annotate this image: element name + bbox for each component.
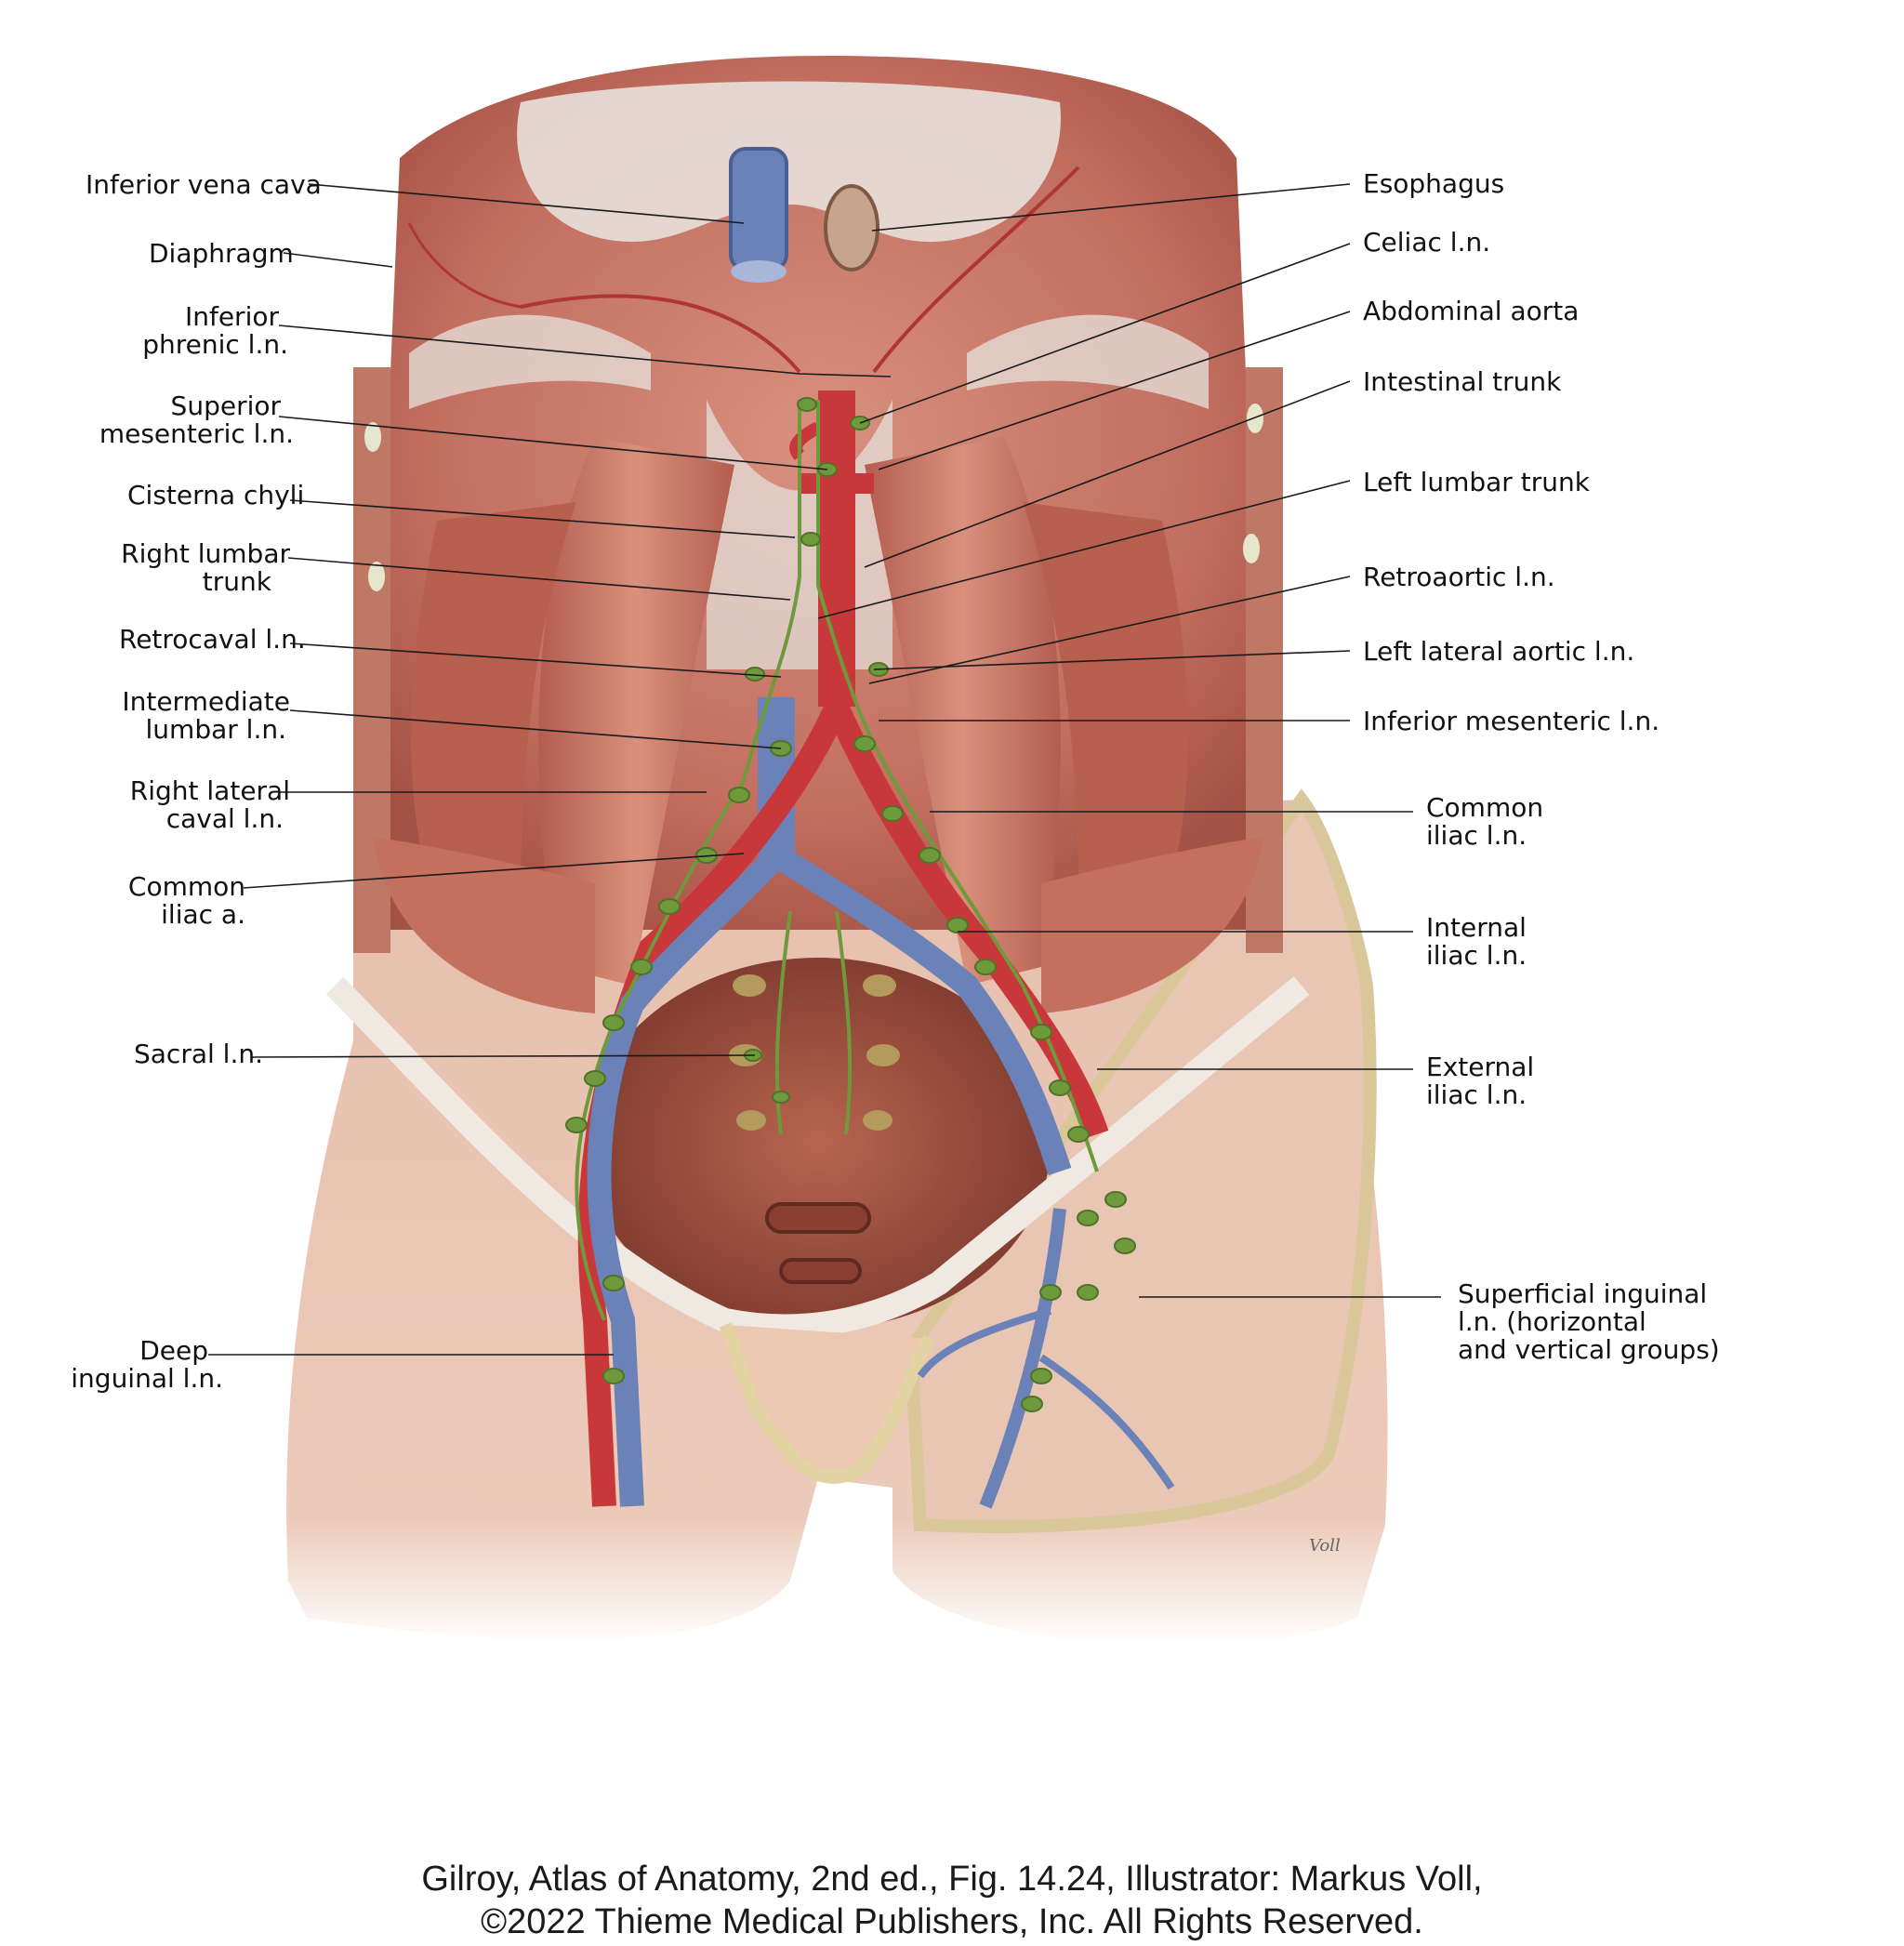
label-retrocaval-ln: Retrocaval l.n.: [119, 624, 306, 655]
figure-caption: Gilroy, Atlas of Anatomy, 2nd ed., Fig. …: [0, 1858, 1904, 1943]
inguinal-ligaments: [325, 975, 1310, 1484]
caption-line-1: Gilroy, Atlas of Anatomy, 2nd ed., Fig. …: [421, 1860, 1483, 1899]
label-left-lumbar-trunk: Left lumbar trunk: [1363, 467, 1591, 497]
leader-lines: [208, 183, 1441, 1356]
label-left-lateral-aortic-ln: Left lateral aortic l.n.: [1363, 636, 1634, 667]
label-retroaortic-ln: Retroaortic l.n.: [1363, 562, 1555, 592]
artist-signature: Voll: [1309, 1536, 1341, 1555]
label-cisterna-chyli: Cisterna chyli: [127, 480, 304, 510]
pelvic-basin: [586, 958, 1051, 1330]
label-sacral-ln: Sacral l.n.: [134, 1039, 263, 1069]
lymph-nodes: [565, 397, 1136, 1412]
label-inferior-vena-cava: Inferior vena cava: [86, 169, 322, 200]
caption-line-2: ©2022 Thieme Medical Publishers, Inc. Al…: [481, 1902, 1423, 1941]
label-abdominal-aorta: Abdominal aorta: [1363, 296, 1579, 326]
label-esophagus: Esophagus: [1363, 168, 1504, 199]
labels-right: Esophagus Celiac l.n. Abdominal aorta In…: [1363, 168, 1720, 1365]
label-intestinal-trunk: Intestinal trunk: [1363, 366, 1562, 397]
label-diaphragm: Diaphragm: [149, 238, 294, 269]
label-inferior-mesenteric-ln: Inferior mesenteric l.n.: [1363, 706, 1659, 736]
label-celiac-ln: Celiac l.n.: [1363, 227, 1490, 258]
psoas-muscles: [372, 437, 1264, 1013]
